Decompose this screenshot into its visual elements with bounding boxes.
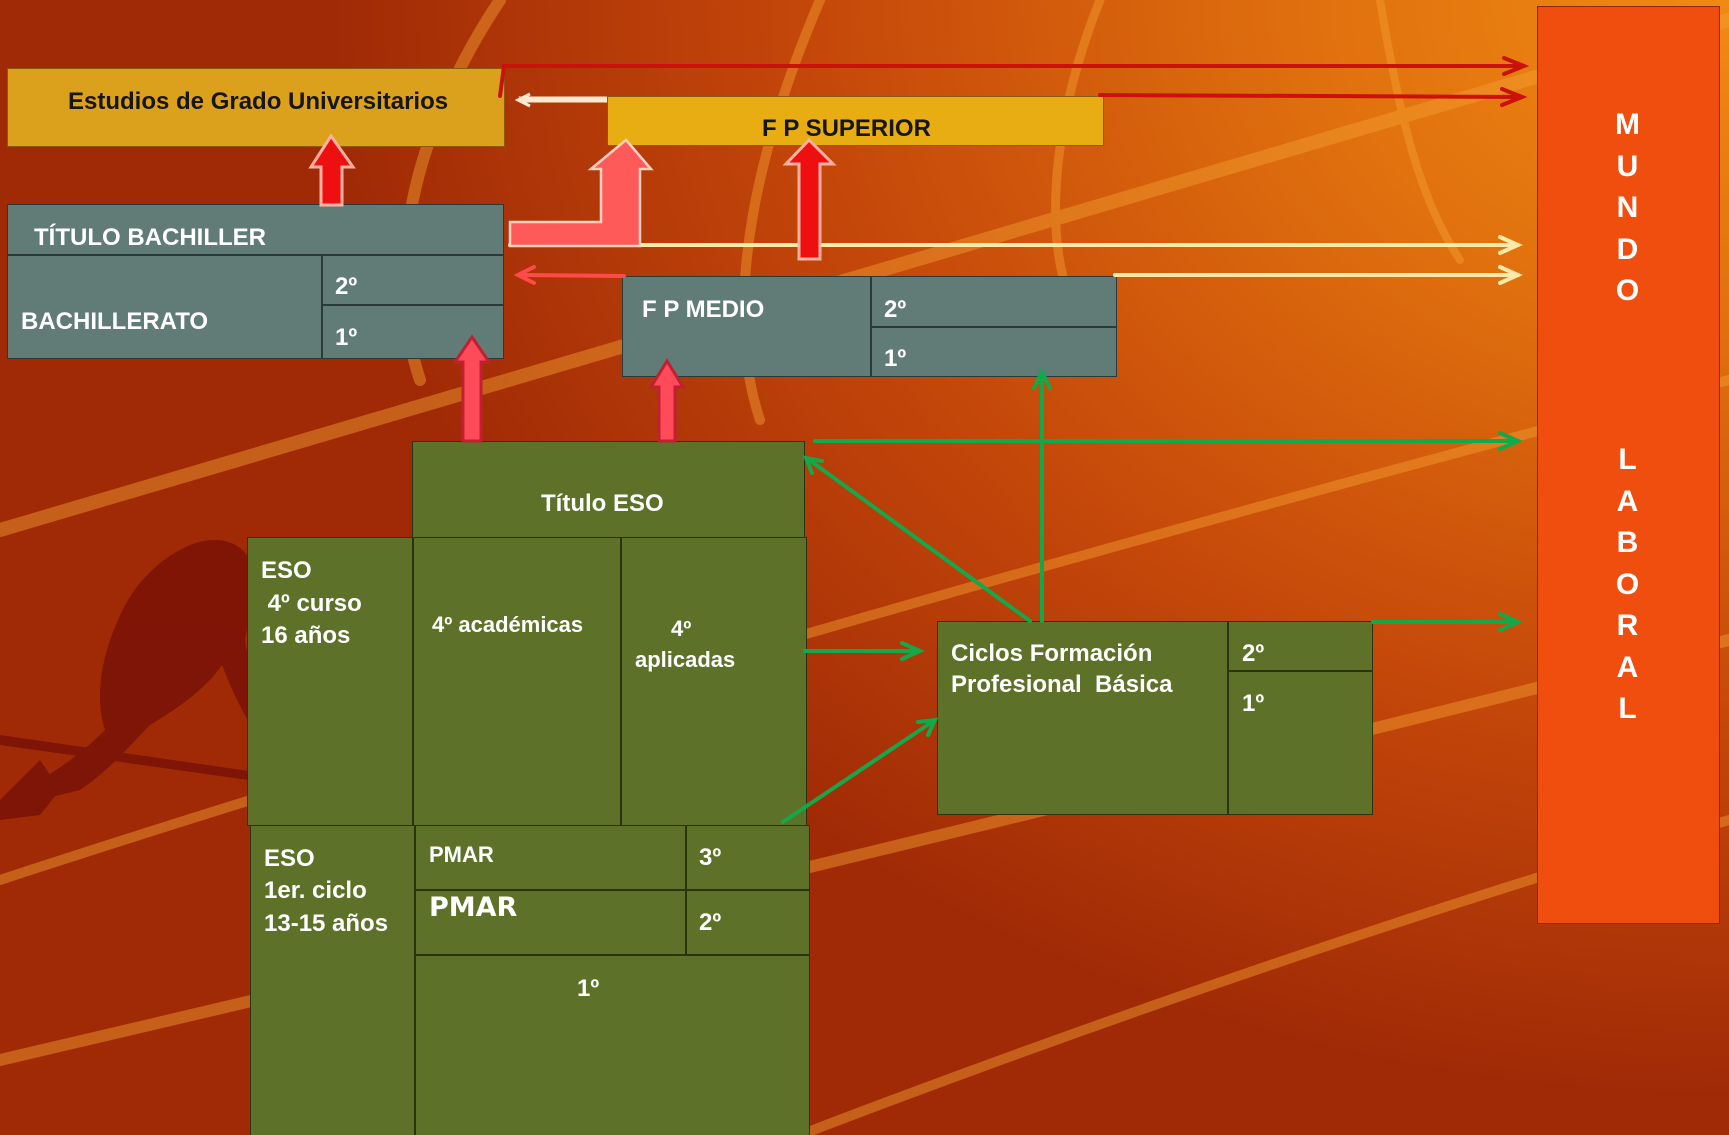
universidad-box	[7, 68, 505, 147]
universidad-label: Estudios de Grado Universitarios	[68, 88, 449, 115]
eso1-line2: 1er. ciclo	[264, 877, 367, 904]
eso4-line1: ESO	[261, 557, 312, 584]
titulo-eso-to-mundo-arrow	[813, 431, 1523, 451]
eso1-box	[250, 825, 810, 1135]
eso4-aplicadas-1: 4º	[671, 616, 692, 641]
eso4-line3: 16 años	[261, 622, 351, 649]
fpb-to-mundo-arrow	[1371, 612, 1523, 632]
eso1-line3: 13-15 años	[264, 910, 389, 937]
fpb-box	[937, 621, 1373, 815]
fp-superior-box	[607, 96, 1104, 146]
fp-medio-to-fp-superior-arrow	[782, 137, 837, 261]
aplicadas-to-fpb-arrow	[803, 641, 925, 661]
universidad-to-mundo-arrow	[498, 56, 1530, 98]
fp-superior-to-mundo-arrow	[1098, 87, 1528, 107]
fpb-to-fp-medio-arrow	[1032, 367, 1052, 623]
fp-medio-to-mundo-arrow	[1113, 265, 1523, 285]
fp-medio-to-bachillerato-arrow	[513, 265, 626, 285]
titulo-bachiller-label: TÍTULO BACHILLER	[34, 224, 266, 251]
bachillerato-divider-h2	[321, 304, 504, 306]
titulo-eso-box	[412, 441, 805, 538]
titulo-eso-to-fp-medio-arrow	[648, 358, 686, 443]
eso1-divider-v	[414, 825, 416, 1135]
eso1-divider-v2	[685, 825, 687, 954]
bachiller-to-fp-superior-arrow	[508, 138, 654, 248]
eso1-to-fpb-arrow	[781, 717, 939, 824]
eso1-line1: ESO	[264, 845, 315, 872]
eso1-divider-h2	[414, 954, 810, 956]
eso1-curso-1: 1º	[577, 975, 600, 1002]
fpb-to-titulo-eso-arrow	[802, 455, 1032, 623]
fpb-curso-1: 1º	[1242, 690, 1265, 717]
mundo-laboral-box: M U N D O L A B O R A L	[1537, 6, 1720, 924]
bachillerato-curso-1: 1º	[335, 324, 358, 351]
fp-superior-to-universidad-arrow	[514, 92, 607, 108]
eso4-divider-2	[620, 537, 622, 826]
eso1-pmar-2: PMAR	[429, 892, 518, 923]
laboral-label: L A B O R A L	[1615, 443, 1642, 725]
eso1-pmar-3: PMAR	[429, 842, 494, 867]
titulo-eso-label: Título ESO	[541, 490, 664, 517]
fpb-curso-2: 2º	[1242, 640, 1265, 667]
bachillerato-label: BACHILLERATO	[21, 308, 209, 335]
fpb-divider-v	[1227, 621, 1229, 815]
eso4-line2: 4º curso	[261, 590, 362, 617]
fp-medio-label: F P MEDIO	[642, 296, 765, 323]
fpb-divider-h	[1227, 670, 1373, 672]
bachiller-to-mundo-arrow	[508, 235, 1523, 255]
fpb-line1: Ciclos Formación	[951, 640, 1153, 667]
eso1-curso-2: 2º	[699, 909, 722, 936]
eso4-divider-1	[412, 537, 414, 826]
fpb-line2: Profesional Básica	[951, 671, 1173, 698]
eso4-aplicadas-2: aplicadas	[635, 647, 736, 672]
eso1-curso-3: 3º	[699, 844, 722, 871]
eso4-box	[247, 537, 807, 826]
fp-superior-label: F P SUPERIOR	[762, 115, 931, 142]
bachillerato-divider-v	[321, 254, 323, 359]
bachillerato-box	[7, 204, 504, 359]
titulo-eso-to-bachillerato-arrow	[452, 334, 492, 443]
mundo-label: M U N D O	[1615, 108, 1642, 307]
bachillerato-curso-2: 2º	[335, 273, 358, 300]
eso4-academicas: 4º académicas	[432, 612, 584, 637]
fp-medio-divider-h	[870, 326, 1117, 328]
fp-medio-curso-1: 1º	[884, 345, 907, 372]
bachillerato-divider-h	[7, 254, 504, 256]
eso1-divider-h1	[414, 889, 810, 891]
fp-medio-curso-2: 2º	[884, 296, 907, 323]
bachiller-to-universidad-arrow	[308, 133, 356, 207]
